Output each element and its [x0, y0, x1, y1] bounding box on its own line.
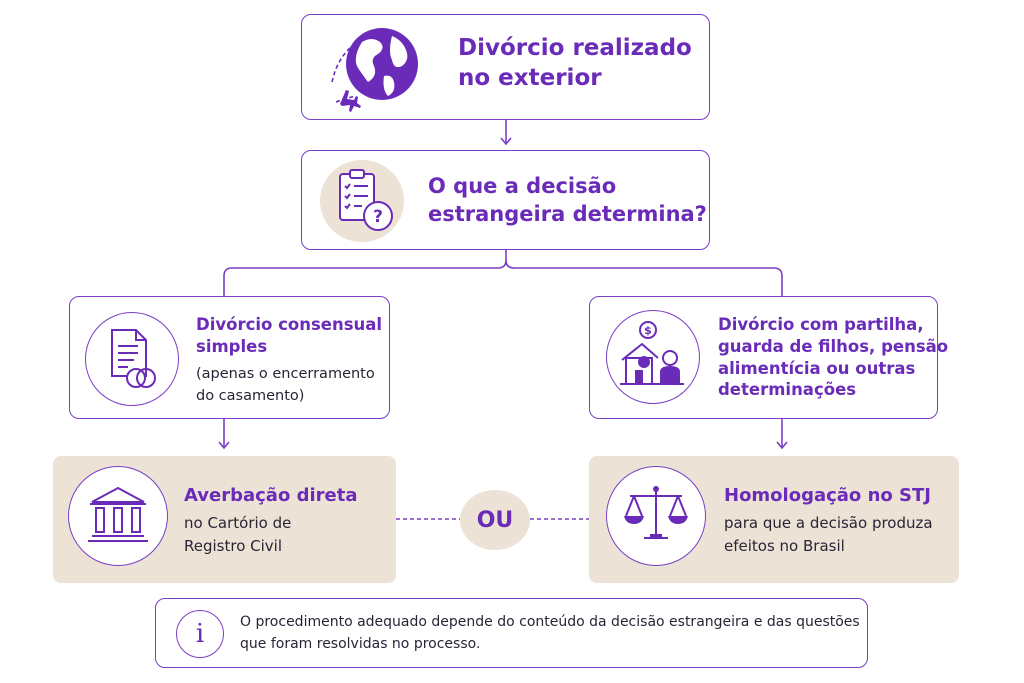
left-result-icon-bg [68, 466, 168, 566]
document-rings-icon [100, 326, 164, 392]
left-case-subtitle: (apenas o encerramento do casamento) [196, 366, 375, 404]
or-label: OU [460, 490, 530, 550]
info-box [155, 598, 868, 668]
info-icon: i [176, 610, 224, 658]
question-title: O que a decisão estrangeira determina? [428, 174, 707, 226]
svg-text:$: $ [644, 324, 652, 337]
checklist-question-icon: ? [330, 166, 400, 238]
left-result-subtitle: no Cartório de Registro Civil [184, 514, 292, 555]
svg-text:?: ? [373, 207, 383, 227]
left-case-title: Divórcio consensual simples [196, 315, 383, 356]
right-result-subtitle: para que a decisão produza efeitos no Br… [724, 514, 933, 555]
right-result-title: Homologação no STJ [724, 485, 931, 506]
house-money-family-icon: $ [618, 318, 690, 392]
scales-of-justice-icon [620, 480, 692, 550]
info-icon-letter: i [195, 619, 205, 649]
info-text: O procedimento adequado depende do conte… [240, 614, 860, 652]
top-title: Divórcio realizado no exterior [458, 35, 692, 92]
globe-airplane-icon [322, 18, 426, 114]
right-case-title: Divórcio com partilha, guarda de filhos,… [718, 315, 949, 400]
courthouse-icon [84, 480, 152, 548]
left-result-title: Averbação direta [184, 485, 358, 506]
